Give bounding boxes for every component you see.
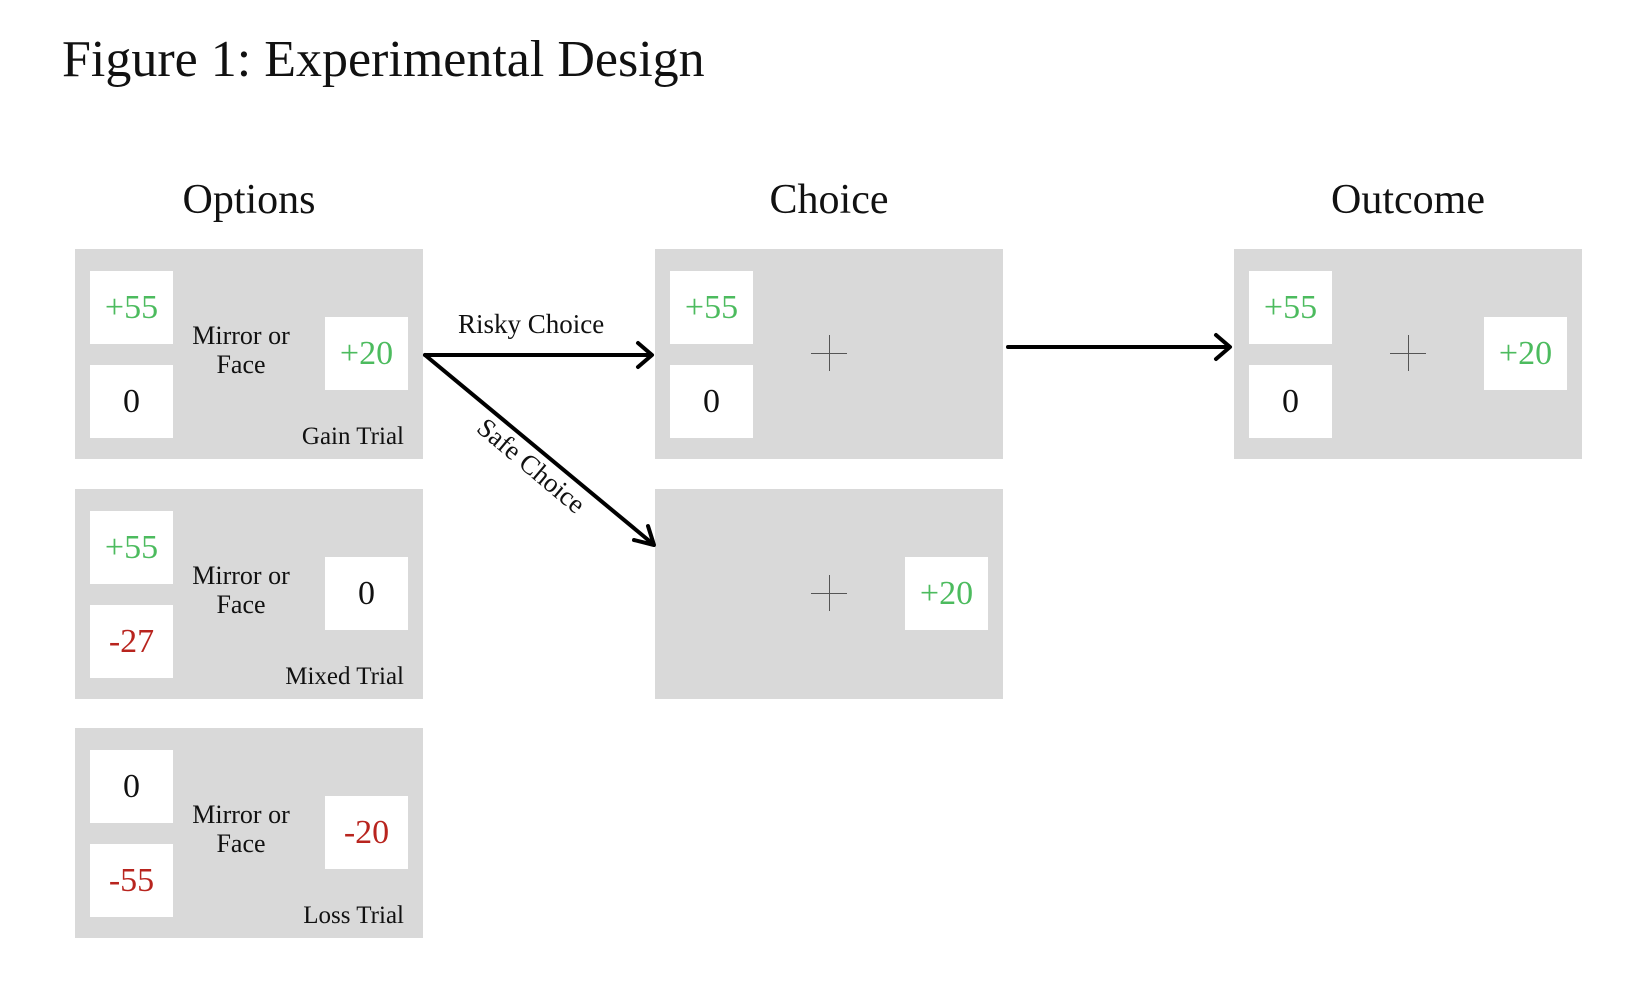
gain-trial-label: Gain Trial (301, 423, 404, 450)
gain-trial-panel: +55 0 Mirror or Face +20 Gain Trial (75, 249, 423, 459)
gain-trial-top-value: +55 (90, 271, 173, 344)
gain-trial-sure-value: +20 (325, 317, 408, 390)
risky-choice-bottom-value: 0 (670, 365, 753, 438)
fixation-cross-icon (811, 335, 847, 371)
outcome-column-heading: Outcome (1331, 177, 1485, 223)
fixation-cross-icon (1390, 335, 1426, 371)
mixed-trial-top-value: +55 (90, 511, 173, 584)
mixed-trial-sure-value: 0 (325, 557, 408, 630)
loss-trial-bottom-value: -55 (90, 844, 173, 917)
outcome-top-value: +55 (1249, 271, 1332, 344)
outcome-panel: +55 0 +20 (1234, 249, 1582, 459)
options-column-heading: Options (182, 177, 316, 223)
safe-choice-sure-value: +20 (905, 557, 988, 630)
loss-trial-top-value: 0 (90, 750, 173, 823)
outcome-received-value: +20 (1484, 317, 1567, 390)
risky-choice-top-value: +55 (670, 271, 753, 344)
safe-choice-panel: +20 (655, 489, 1003, 699)
mixed-trial-label: Mixed Trial (285, 663, 404, 690)
loss-trial-label: Loss Trial (303, 902, 404, 929)
loss-trial-mirror-or-face: Mirror or Face (192, 800, 290, 858)
mixed-trial-bottom-value: -27 (90, 605, 173, 678)
loss-trial-panel: 0 -55 Mirror or Face -20 Loss Trial (75, 728, 423, 938)
safe-choice-arrowhead (632, 524, 656, 547)
outcome-bottom-value: 0 (1249, 365, 1332, 438)
risky-choice-label: Risky Choice (458, 309, 605, 339)
risky-choice-arrowhead (636, 341, 654, 369)
safe-choice-arrow (423, 353, 655, 546)
mixed-trial-panel: +55 -27 Mirror or Face 0 Mixed Trial (75, 489, 423, 699)
mixed-trial-mirror-or-face: Mirror or Face (192, 561, 290, 619)
outcome-arrowhead (1214, 333, 1232, 361)
gain-trial-bottom-value: 0 (90, 365, 173, 438)
fixation-cross-icon (811, 575, 847, 611)
figure-title: Figure 1: Experimental Design (62, 31, 705, 88)
loss-trial-sure-value: -20 (325, 796, 408, 869)
choice-column-heading: Choice (769, 177, 889, 223)
risky-choice-panel: +55 0 (655, 249, 1003, 459)
gain-trial-mirror-or-face: Mirror or Face (192, 321, 290, 379)
